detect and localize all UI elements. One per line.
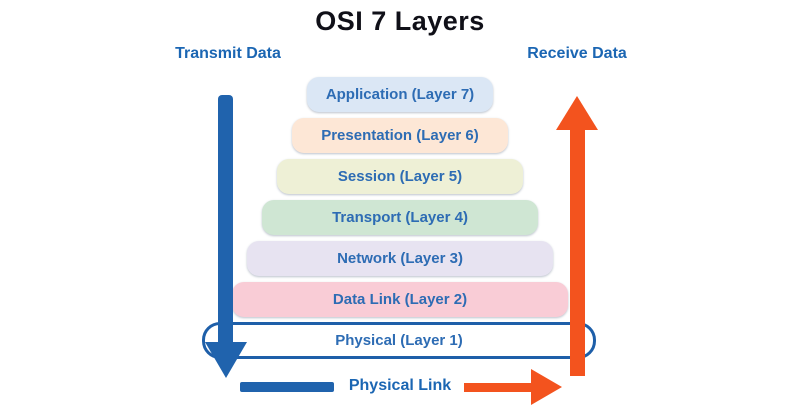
transmit-arrow-shaft	[218, 95, 233, 343]
receive-data-label: Receive Data	[527, 45, 627, 62]
physical-link-arrow-head-icon	[531, 369, 562, 405]
receive-arrow-head-icon	[556, 96, 598, 130]
physical-link-label: Physical Link	[348, 377, 452, 394]
transmit-arrow-head-icon	[205, 342, 247, 378]
page-title: OSI 7 Layers	[315, 6, 485, 36]
physical-link-blue-segment	[240, 382, 334, 392]
layer-session: Session (Layer 5)	[277, 159, 523, 194]
layer-transport: Transport (Layer 4)	[262, 200, 538, 235]
layer-application: Application (Layer 7)	[307, 77, 493, 112]
layer-network: Network (Layer 3)	[247, 241, 553, 276]
layer-data-link: Data Link (Layer 2)	[232, 282, 568, 317]
transmit-data-label: Transmit Data	[175, 45, 281, 62]
physical-link-orange-segment	[464, 383, 531, 392]
layer-presentation: Presentation (Layer 6)	[292, 118, 508, 153]
receive-arrow-shaft	[570, 128, 585, 376]
layer-physical: Physical (Layer 1)	[202, 322, 596, 359]
